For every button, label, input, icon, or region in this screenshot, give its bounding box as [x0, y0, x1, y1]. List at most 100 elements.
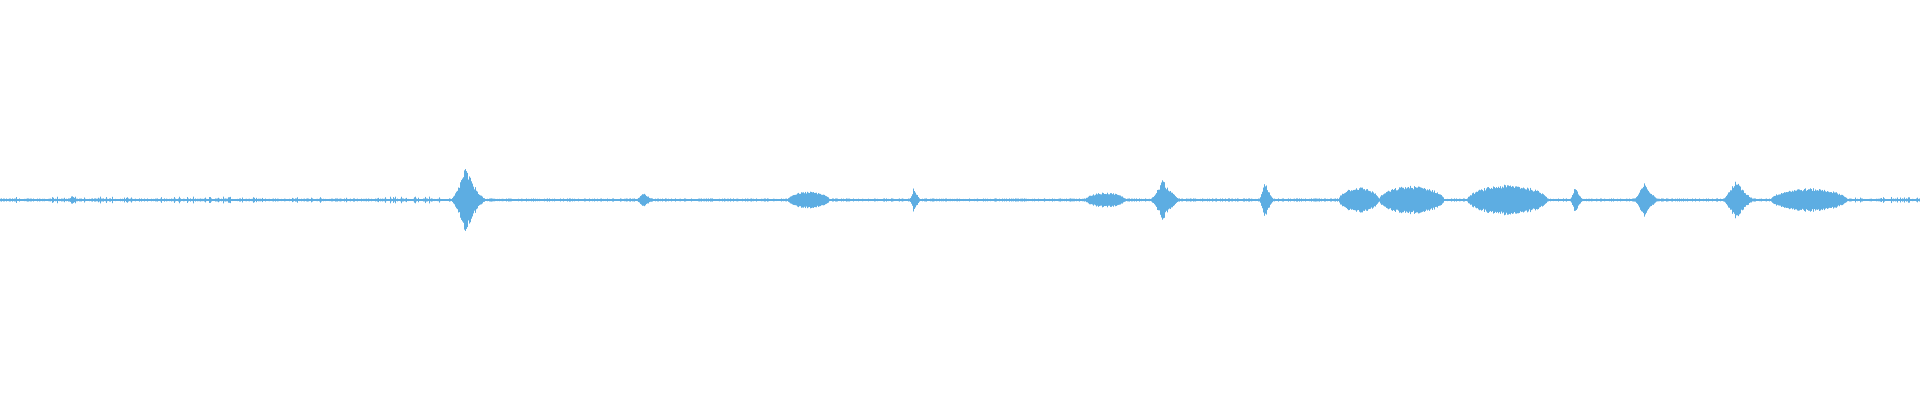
waveform-bar [1119, 195, 1120, 205]
waveform-bar [1700, 199, 1701, 201]
waveform-bar [957, 198, 958, 202]
waveform-bar [350, 198, 351, 202]
waveform-bar [37, 198, 38, 202]
waveform-bar [529, 198, 530, 202]
waveform-bar [556, 199, 557, 201]
waveform-bar [1026, 198, 1027, 202]
waveform-bar [1166, 189, 1167, 211]
waveform-bar [984, 199, 985, 201]
waveform-bar [1614, 199, 1615, 201]
waveform-bar [1817, 190, 1818, 210]
waveform-bar [139, 198, 140, 202]
waveform-bar [14, 198, 15, 202]
waveform-bar [501, 198, 502, 202]
waveform-bar [184, 198, 185, 202]
waveform-bar [558, 199, 559, 201]
waveform-bar [234, 199, 235, 201]
waveform-bar [1834, 192, 1835, 208]
waveform-bar [1469, 196, 1470, 204]
waveform-bar [1798, 189, 1799, 211]
waveform-bar [1273, 198, 1274, 202]
waveform-bar [237, 198, 238, 202]
waveform-bar [1425, 188, 1426, 212]
waveform-bar [1680, 199, 1681, 201]
waveform-bar [625, 198, 626, 202]
waveform-bar [693, 198, 694, 202]
waveform-bar [366, 198, 367, 202]
waveform-bar [151, 198, 152, 202]
waveform-bar [1320, 198, 1321, 202]
waveform-bar [1761, 198, 1762, 202]
waveform-bar [83, 199, 84, 201]
waveform-bar [154, 199, 155, 201]
waveform-bar [262, 197, 263, 203]
waveform-bar [586, 199, 587, 201]
waveform-bar [1572, 195, 1573, 205]
waveform-bar [496, 199, 497, 201]
waveform-bar [1377, 196, 1378, 204]
waveform-bar [1110, 193, 1111, 207]
waveform-bar [1220, 198, 1221, 202]
waveform-bar [845, 198, 846, 202]
waveform-bar [611, 199, 612, 201]
waveform-bar [806, 193, 807, 207]
waveform-bar [1084, 198, 1085, 202]
waveform-bar [185, 199, 186, 201]
waveform-bar [77, 198, 78, 202]
waveform-bar [794, 194, 795, 206]
waveform-bar [769, 199, 770, 201]
waveform-bar [774, 198, 775, 202]
waveform-bar [566, 199, 567, 201]
waveform-bar [975, 199, 976, 201]
waveform-bar [1881, 197, 1882, 203]
waveform-bar [1362, 187, 1363, 213]
waveform-bar [1314, 198, 1315, 202]
waveform-bar [1321, 198, 1322, 202]
waveform-bar [380, 198, 381, 202]
waveform-bar [872, 198, 873, 202]
waveform-bar [617, 199, 618, 201]
waveform-bar [1869, 198, 1870, 202]
waveform-bar [1131, 198, 1132, 202]
waveform-bar [1228, 198, 1229, 202]
waveform-bar [158, 199, 159, 201]
waveform-bar [106, 197, 107, 203]
waveform-bar [1805, 188, 1806, 212]
waveform-bar [1357, 189, 1358, 211]
waveform-bar [1323, 198, 1324, 202]
waveform-bar [1354, 189, 1355, 211]
waveform-bar [1420, 187, 1421, 213]
waveform-bar [1589, 198, 1590, 202]
waveform-bar [355, 199, 356, 201]
waveform-bar [855, 199, 856, 201]
waveform-bar [434, 198, 435, 202]
waveform-bar [1031, 199, 1032, 201]
waveform-bar [1440, 194, 1441, 206]
waveform-bar [622, 199, 623, 201]
waveform-bar [1025, 198, 1026, 202]
waveform-bar [1233, 199, 1234, 201]
waveform-bar [1094, 195, 1095, 205]
waveform-bar [1706, 198, 1707, 202]
waveform-bar [279, 199, 280, 201]
waveform-bar [38, 199, 39, 201]
waveform-bar [1309, 198, 1310, 202]
waveform-bar [900, 199, 901, 201]
waveform-bar [1831, 192, 1832, 208]
waveform-bar [1235, 198, 1236, 202]
waveform-bar [330, 198, 331, 202]
waveform-bar [1186, 198, 1187, 202]
waveform-bar [871, 199, 872, 201]
waveform-bar [1071, 198, 1072, 202]
waveform-bar [1270, 195, 1271, 205]
waveform-bar [439, 197, 440, 203]
waveform-bar [1373, 192, 1374, 208]
waveform-bar [1648, 190, 1649, 210]
waveform-bar [1442, 196, 1443, 204]
waveform-bar [1006, 198, 1007, 202]
waveform-bar [859, 199, 860, 201]
waveform-bar [1579, 195, 1580, 205]
waveform-bar [1343, 193, 1344, 207]
